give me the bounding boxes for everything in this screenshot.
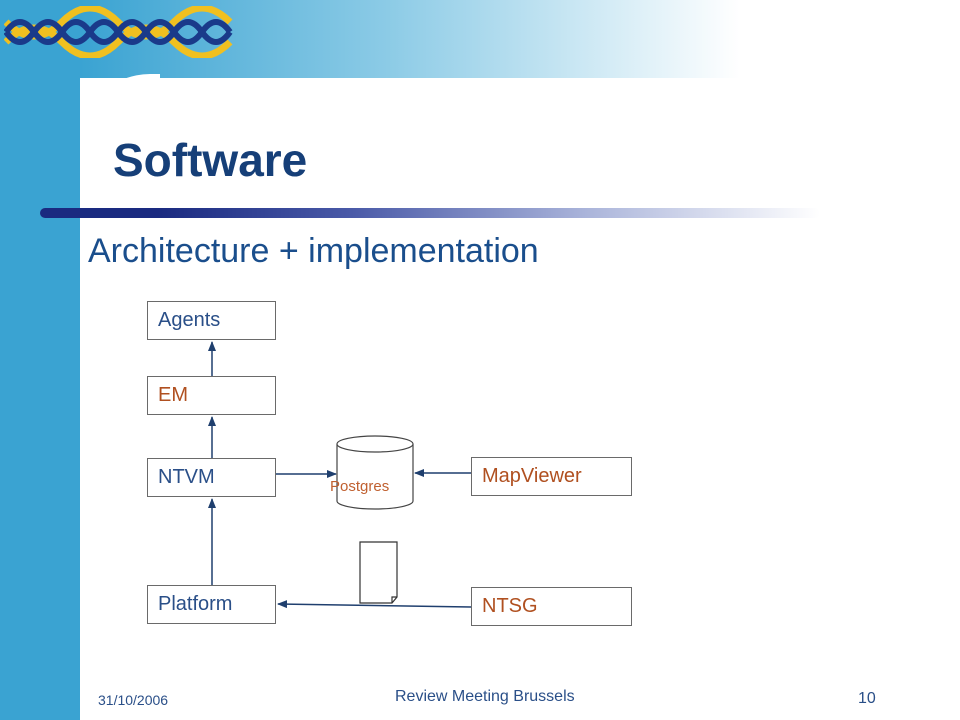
arrow-ntsg-to-platform [277, 600, 472, 609]
postgres-database-cylinder [336, 435, 414, 510]
agents-box: Agents [147, 301, 276, 340]
left-sidebar-band [0, 0, 80, 720]
em-box: EM [147, 376, 276, 415]
postgres-label: Postgres [330, 478, 390, 495]
ntvm-box: NTVM [147, 458, 276, 497]
agents-label: Agents [158, 309, 221, 331]
newcomers-logo [4, 6, 233, 58]
mapviewer-box: MapViewer [471, 457, 632, 496]
ntsg-box: NTSG [471, 587, 632, 626]
title-divider [40, 208, 820, 218]
ntsg-label: NTSG [482, 595, 538, 617]
ntvm-label: NTVM [158, 466, 215, 488]
page-number: 10 [858, 690, 876, 707]
slide-subtitle: Architecture + implementation [88, 232, 539, 270]
document-icon [359, 541, 398, 604]
mapviewer-label: MapViewer [482, 465, 582, 487]
platform-box: Platform [147, 585, 276, 624]
footer-title: Review Meeting Brussels [395, 688, 575, 705]
em-label: EM [158, 384, 188, 406]
slide-title: Software [113, 134, 308, 186]
footer-date: 31/10/2006 [98, 692, 169, 708]
platform-label: Platform [158, 593, 233, 615]
